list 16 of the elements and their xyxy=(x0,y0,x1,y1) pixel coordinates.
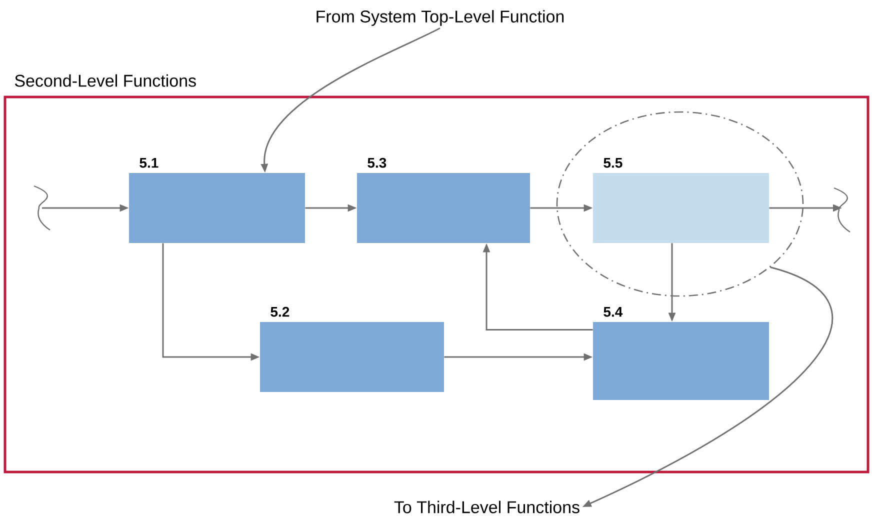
node-label: 5.4 xyxy=(604,307,623,317)
node-label: Second-Level Functions xyxy=(14,74,196,87)
function-box: 5.2 xyxy=(260,306,444,392)
function-box: 5.3 xyxy=(357,158,530,243)
function-box: 5.1 xyxy=(129,158,305,243)
node-label: 5.2 xyxy=(270,306,290,317)
node-label: 5.3 xyxy=(368,158,386,168)
node-label: 5.1 xyxy=(140,158,158,168)
function-box: 5.4 xyxy=(593,307,769,400)
flow-label: From System Top-Level Function xyxy=(316,10,564,26)
flow-label: To Third-Level Functions xyxy=(394,500,580,514)
node-label: 5.5 xyxy=(604,158,622,168)
function-box: 5.5 xyxy=(593,158,769,243)
break-mark xyxy=(834,187,850,232)
break-mark xyxy=(34,185,50,230)
dash-dot-ellipse xyxy=(556,111,804,297)
